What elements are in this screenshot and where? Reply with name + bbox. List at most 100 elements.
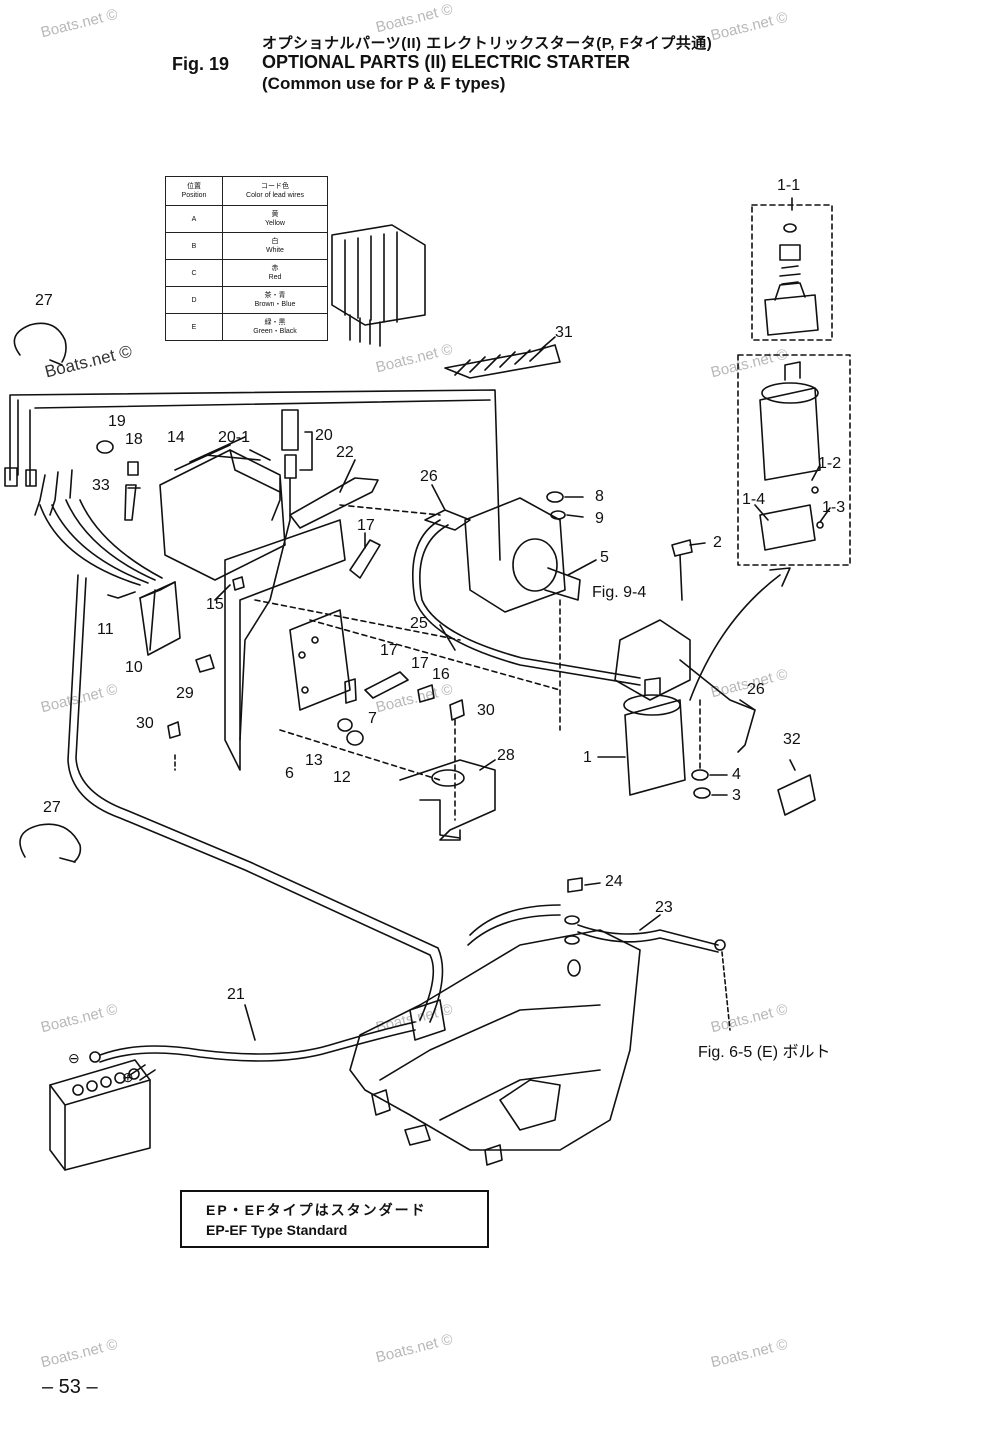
starter-relay-5-can: [512, 538, 558, 592]
assembly-line: [279, 729, 441, 781]
bracket-28-foot: [419, 799, 461, 839]
terminal-block-leads: [349, 314, 381, 347]
leader-1-3: [819, 507, 831, 523]
arrow-to-detail: [689, 574, 781, 701]
spring: [779, 265, 801, 285]
screw-1-2: [811, 486, 819, 494]
main-harness: [75, 577, 444, 1023]
part-label-1-2: 1-2: [818, 455, 842, 472]
cable-25: [419, 524, 641, 679]
part-label-16: 16: [432, 666, 450, 683]
bolt-2-head: [671, 539, 693, 557]
cover-31: [444, 344, 561, 379]
table-cell-position: E: [165, 313, 223, 341]
leader-21: [244, 1004, 256, 1041]
battery-cell: [72, 1084, 84, 1096]
rectifier-10-edge: [139, 581, 176, 651]
wire-20: [239, 477, 291, 741]
table-row: E 緑・黒 Green・Black: [165, 313, 328, 341]
clip-15: [232, 576, 245, 591]
assembly-line: [254, 599, 461, 641]
leader-9: [566, 514, 584, 518]
battery-cell: [100, 1076, 112, 1088]
part-label-11: 11: [97, 621, 114, 638]
leader-31: [539, 336, 556, 351]
part-label-5: 5: [600, 549, 609, 566]
title-japanese: オプショナルパーツ(II) エレクトリックスタータ(P, Fタイプ共通): [262, 35, 713, 52]
part-label-30-a: 30: [136, 715, 154, 732]
table-row: C 赤 Red: [165, 259, 328, 287]
nut-3: [693, 787, 711, 799]
battery-terminal-negative: [89, 1051, 101, 1063]
part-label-22: 22: [336, 444, 354, 461]
cable-25: [412, 519, 641, 686]
cable-23-b: [469, 904, 561, 936]
bolt-2-shaft: [679, 554, 683, 601]
page-number: – 53 –: [42, 1376, 98, 1398]
cap-32: [777, 774, 816, 816]
starter-motor-1-pinion: [644, 677, 661, 696]
washer: [564, 935, 580, 945]
screw-30: [167, 721, 181, 739]
part-label-15: 15: [206, 596, 224, 613]
terminal-connector: [25, 469, 37, 487]
regulator-14-edge: [229, 449, 281, 493]
motor-shaft: [784, 361, 801, 381]
battery-cell: [114, 1072, 126, 1084]
screw-1-3: [816, 521, 824, 529]
standard-note-japanese: EP・EFタイプはスタンダード: [206, 1202, 427, 1218]
pinion-gear-top: [774, 282, 806, 301]
part-label-4: 4: [732, 766, 741, 783]
part-label-18: 18: [125, 431, 143, 448]
stopper: [779, 244, 801, 261]
cable-26-terminal: [424, 509, 471, 531]
table-row: B 白 White: [165, 232, 328, 260]
detail-box-starter: [737, 354, 851, 566]
snap-ring-27-top: [49, 359, 63, 366]
assembly-line: [721, 951, 731, 1031]
part-label-1-4: 1-4: [742, 491, 766, 508]
main-harness: [67, 574, 435, 1021]
figure-number: Fig. 19: [172, 54, 230, 74]
title-english: OPTIONAL PARTS (II) ELECTRIC STARTER: [262, 52, 630, 72]
washer-9: [550, 510, 566, 520]
lower-cowling-edge: [379, 1004, 601, 1081]
part-label-12: 12: [333, 769, 351, 786]
cable-23: [577, 924, 719, 946]
starter-relay-5-bracket: [544, 567, 581, 601]
snap-ring-27-bottom: [59, 857, 76, 863]
table-cell-color: 赤 Red: [222, 259, 328, 287]
part-label-1: 1: [583, 749, 592, 766]
lower-cowling-edge: [439, 1069, 601, 1121]
battery-cable-positive: [129, 1064, 156, 1081]
part-label-17-b: 17: [380, 642, 398, 659]
cable-26-lower-terminal: [737, 699, 756, 753]
part-label-6: 6: [285, 765, 294, 782]
part-label-27-b: 27: [43, 799, 61, 816]
table-cell-color: 茶・青 Brown・Blue: [222, 286, 328, 314]
battery-edges: [49, 1079, 151, 1171]
bracket-6: [224, 519, 346, 771]
harness-outline: [34, 399, 491, 409]
leader-1-4: [754, 504, 769, 521]
table-cell-position: D: [165, 286, 223, 314]
washer: [564, 915, 580, 925]
leader-24: [584, 882, 601, 886]
bracket-hole: [311, 636, 319, 644]
battery-positive-mark: ⊕: [122, 1069, 134, 1085]
wire-bundle: [39, 499, 163, 586]
screw-30: [449, 699, 465, 721]
clamp: [371, 1089, 391, 1116]
part-label-25: 25: [410, 615, 428, 632]
nut-19: [96, 440, 114, 454]
retainer: [783, 223, 797, 233]
part-label-7: 7: [368, 710, 377, 727]
wire-leads: [34, 469, 73, 516]
nut-8: [546, 491, 564, 503]
nut-12: [346, 730, 364, 746]
cowling-part: [499, 1079, 561, 1131]
part-label-10: 10: [125, 659, 143, 676]
snap-ring-27-bottom: [19, 823, 82, 863]
bracket-28-hole: [431, 769, 465, 787]
part-label-23: 23: [655, 899, 673, 916]
